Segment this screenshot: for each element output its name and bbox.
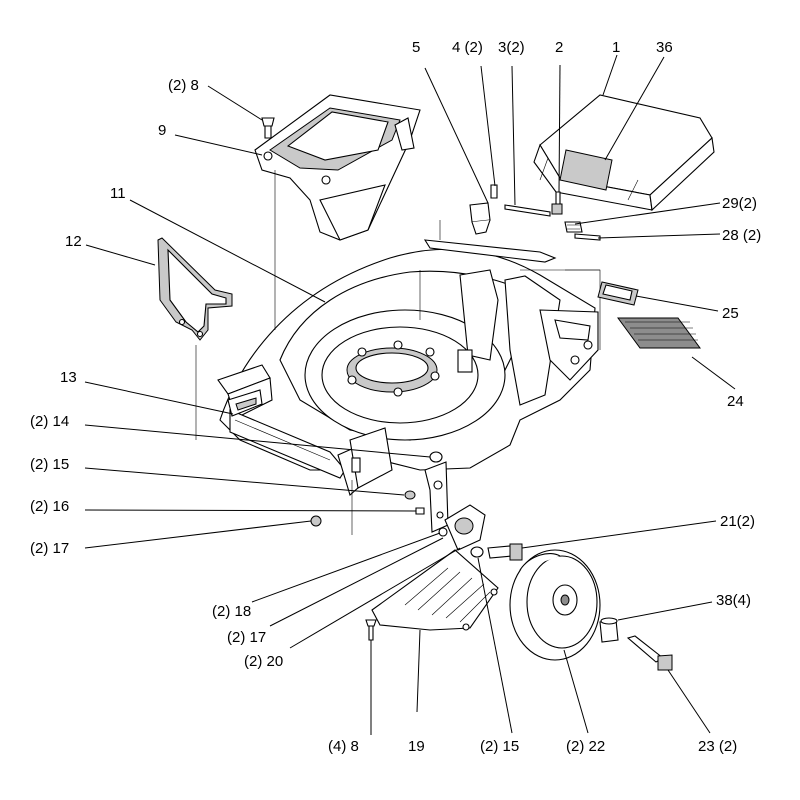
callout-24: 24	[727, 393, 744, 410]
callout-8-top: (2) 8	[168, 77, 199, 94]
part-3-axle-rod	[504, 204, 551, 217]
callout-12: 12	[65, 233, 82, 250]
part-15-washer-bottom	[470, 546, 484, 558]
callout-5: 5	[412, 39, 420, 56]
callout-15: (2) 15	[30, 456, 69, 473]
callout-28: 28 (2)	[722, 227, 761, 244]
part-20-hub	[438, 504, 486, 551]
callout-23: 23 (2)	[698, 738, 737, 755]
part-8-bolt-bottom	[365, 619, 377, 641]
part-24-grille	[617, 317, 701, 349]
callout-17: (2) 17	[30, 540, 69, 557]
callout-16: (2) 16	[30, 498, 69, 515]
callout-22: (2) 22	[566, 738, 605, 755]
part-28-pin	[574, 233, 601, 241]
part-36-window	[559, 149, 613, 191]
callout-9: 9	[158, 122, 166, 139]
part-13-front-skirt	[227, 389, 263, 417]
part-15-washer	[404, 490, 416, 500]
leader-lines	[84, 54, 736, 735]
callout-20: (2) 20	[244, 653, 283, 670]
callout-36: 36	[656, 39, 673, 56]
callout-8-bottom: (4) 8	[328, 738, 359, 755]
part-29-spring	[564, 221, 583, 233]
callout-15-lower: (2) 15	[480, 738, 519, 755]
callout-18: (2) 18	[212, 603, 251, 620]
part-38-bushing	[599, 617, 619, 643]
part-2-clip	[551, 191, 563, 215]
part-1-rear-cover	[533, 94, 715, 212]
part-17-nut	[310, 515, 322, 527]
callout-3: 3(2)	[498, 39, 525, 56]
callout-17-lower: (2) 17	[227, 629, 266, 646]
part-height-adjust-bracket	[337, 427, 449, 533]
callout-38: 38(4)	[716, 592, 751, 609]
callout-29: 29(2)	[722, 195, 757, 212]
callout-19: 19	[408, 738, 425, 755]
callout-14: (2) 14	[30, 413, 69, 430]
part-25-plate	[597, 281, 639, 306]
callout-labels: 5 4 (2) 3(2) 2 1 36 (2) 8 9 11 12 29(2) …	[30, 39, 761, 755]
part-5-bracket	[469, 202, 491, 235]
part-21-axle-bolt	[487, 543, 523, 561]
part-14-washer	[429, 451, 443, 463]
part-16-bolt	[415, 507, 425, 515]
callout-13: 13	[60, 369, 77, 386]
callout-1: 1	[612, 39, 620, 56]
part-23-axle-bolt	[626, 635, 673, 671]
callout-11: 11	[110, 185, 126, 202]
part-12-side-plate	[157, 237, 233, 341]
part-4-screw	[490, 184, 498, 199]
callout-25: 25	[722, 305, 739, 322]
callout-21: 21(2)	[720, 513, 755, 530]
callout-4: 4 (2)	[452, 39, 483, 56]
callout-2: 2	[555, 39, 563, 56]
part-22-wheel	[509, 549, 601, 661]
part-8-bolt-top	[261, 117, 275, 139]
part-9-top-shield	[254, 94, 421, 241]
part-11-mower-deck	[217, 239, 601, 479]
part-19-deflector	[371, 549, 499, 631]
